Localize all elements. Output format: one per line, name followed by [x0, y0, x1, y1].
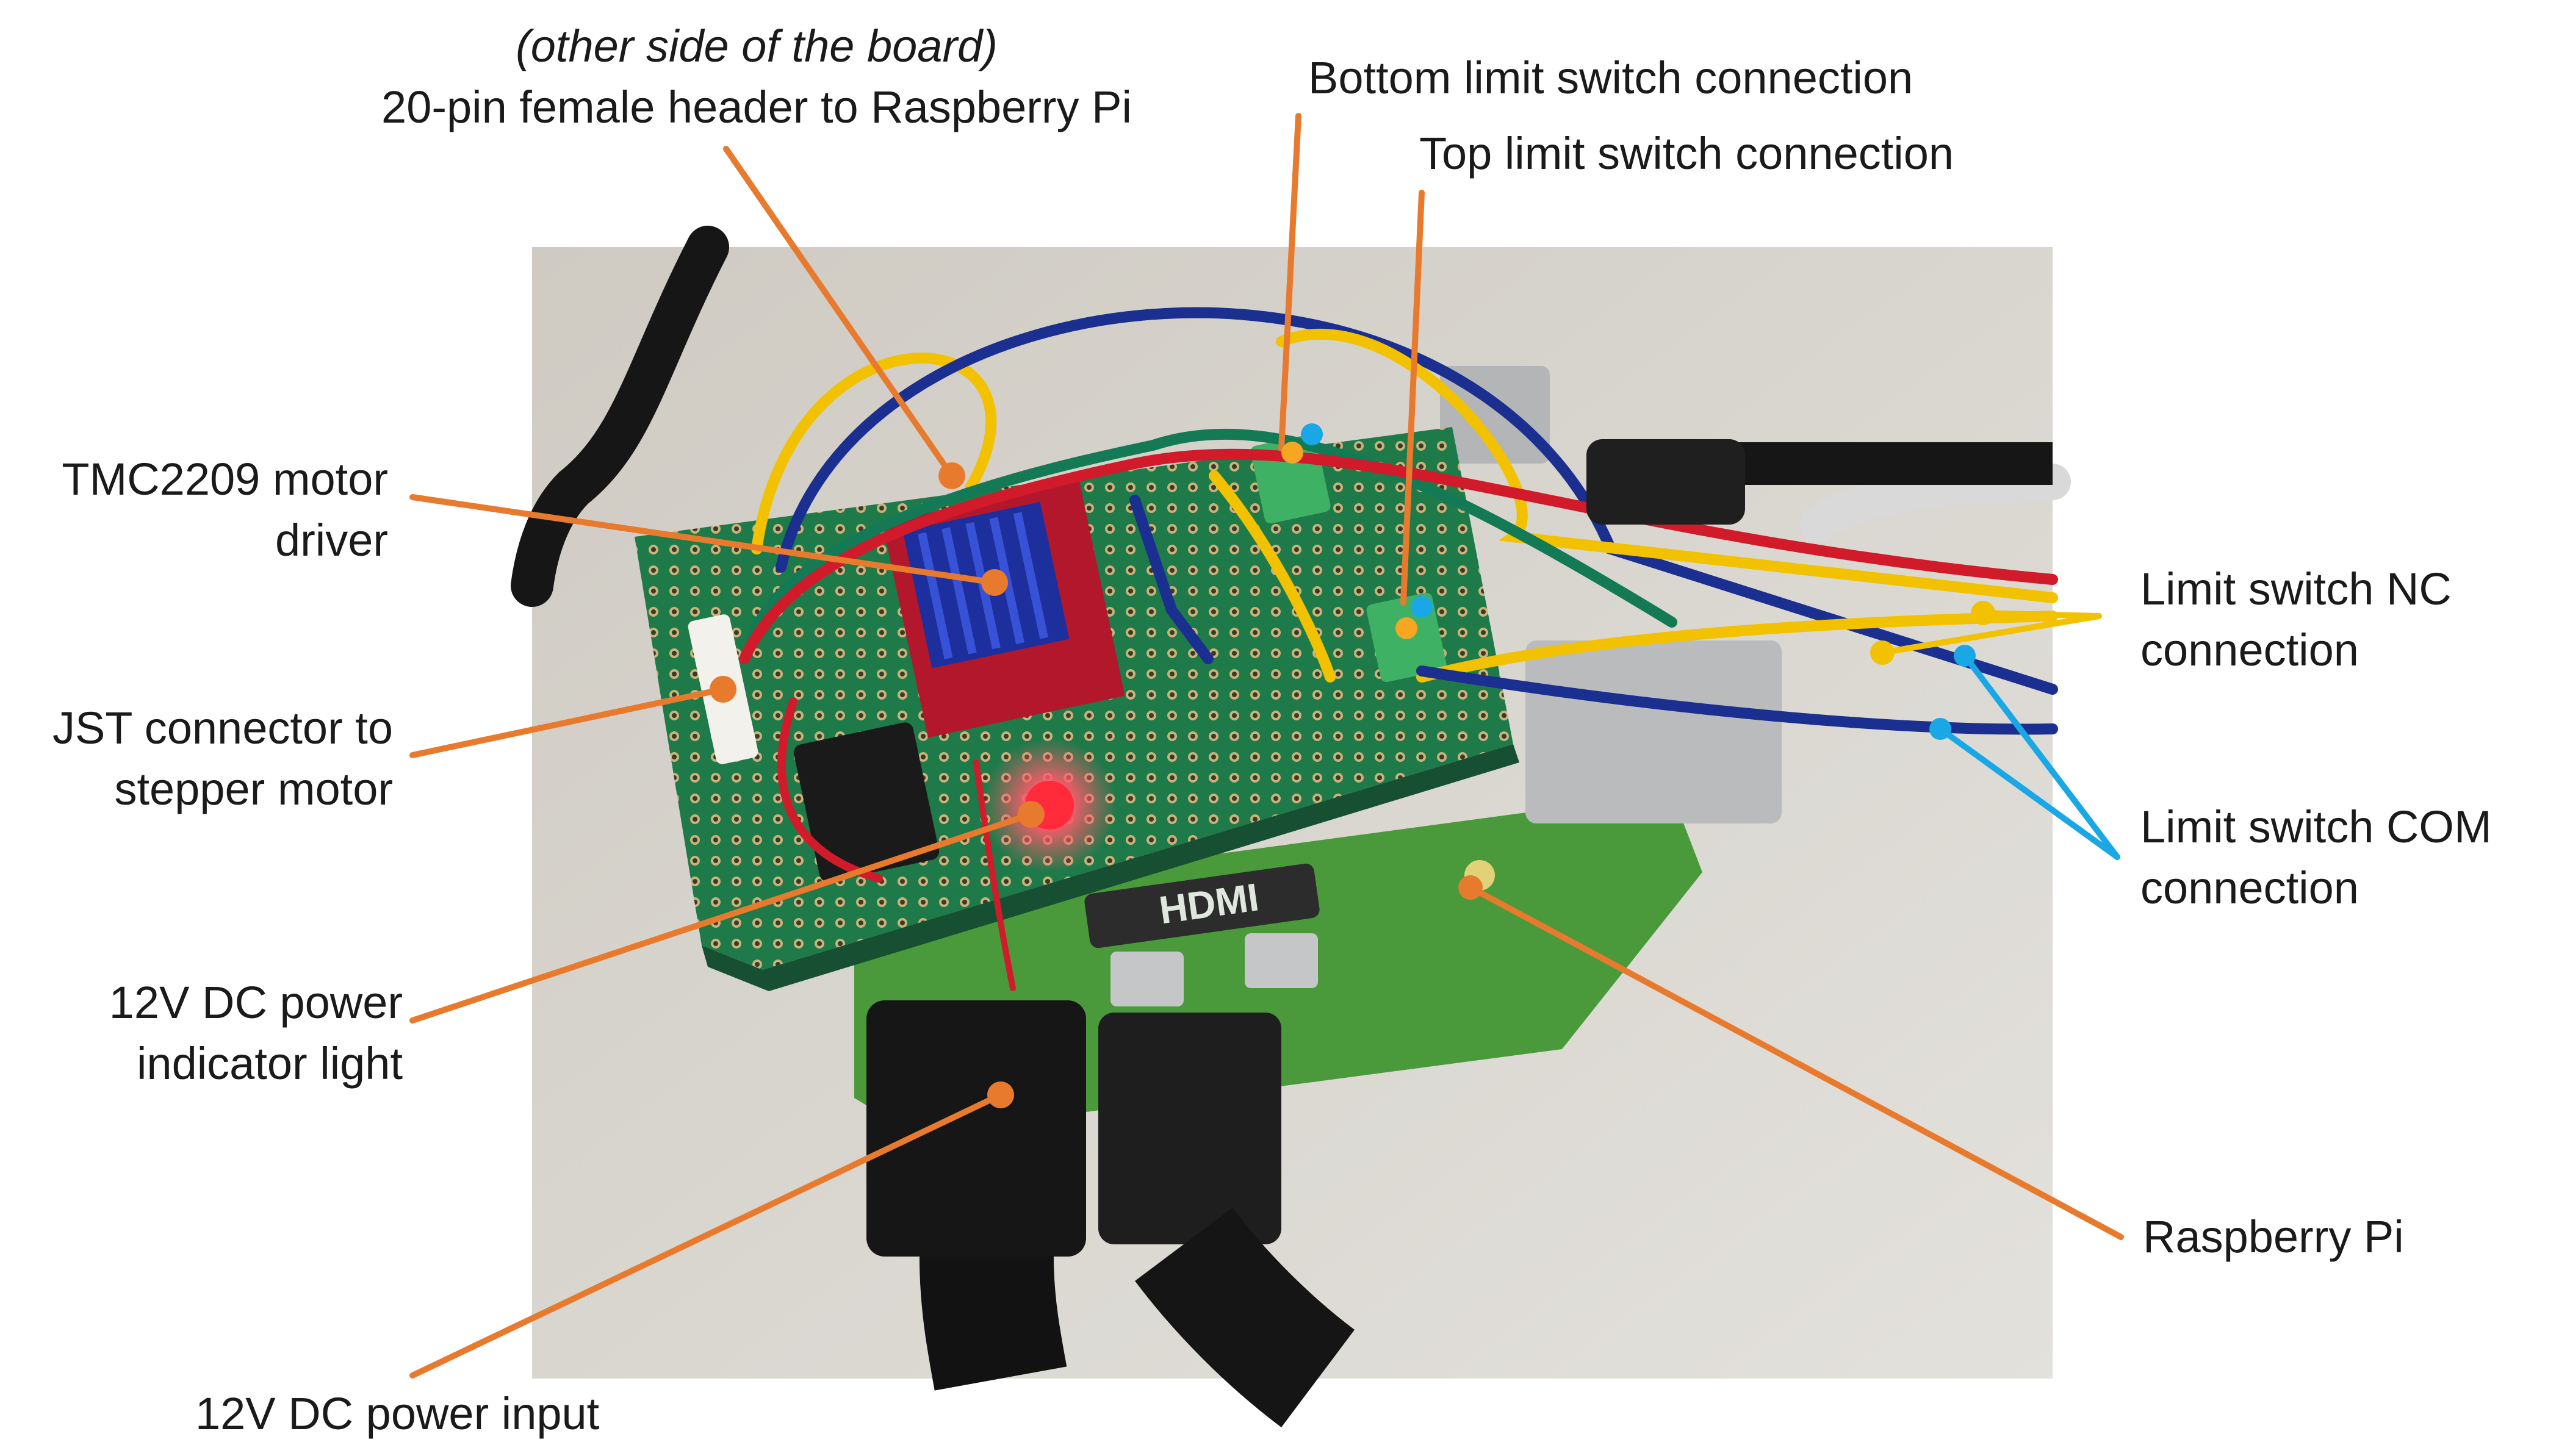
motor-driver-label-line1: TMC2209 motor [62, 454, 388, 504]
dot-power-input [987, 1081, 1014, 1108]
dot-power-light [1018, 801, 1045, 828]
callout-motor-driver [409, 494, 998, 586]
hdmi-cable-plug [1098, 1013, 1281, 1244]
wire-yellow-top [1276, 328, 2058, 603]
dot-nc-2 [1870, 640, 1895, 665]
callout-raspberry-pi [1467, 884, 2124, 1240]
bottom-limit-label: Bottom limit switch connection [1308, 52, 1913, 103]
usb-c-plug [1586, 439, 1745, 525]
ethernet-port [1525, 640, 1782, 823]
top-limit-label: Top limit switch connection [1419, 128, 1954, 179]
callout-header [723, 146, 955, 479]
nc-label-line2: connection [2140, 625, 2359, 675]
dot-com-2 [1929, 718, 1951, 740]
dot-top-blue [1411, 596, 1433, 618]
jst-label-line1: JST connector to [52, 703, 393, 753]
power-plug [866, 1000, 1086, 1257]
dot-nc-1 [1971, 601, 1995, 625]
wire-green [745, 428, 1677, 646]
dot-header [938, 462, 965, 489]
wire-red [739, 448, 2058, 664]
power-light-label-line2: indicator light [136, 1038, 403, 1089]
callout-power-light [409, 811, 1034, 1024]
callout-power-input [409, 1092, 1004, 1379]
dot-jst [710, 676, 736, 703]
black-cable [511, 226, 729, 607]
wire-blue-loop [776, 307, 2058, 695]
callouts [409, 113, 2124, 1379]
header-label: 20-pin female header to Raspberry Pi [381, 82, 1132, 132]
wire-yellow-nc [1416, 611, 2058, 683]
wire-red-power [777, 697, 883, 883]
wire-yellow-bridge [1209, 470, 1336, 683]
wire-blue-com [1416, 665, 2058, 735]
raspberry-pi-label: Raspberry Pi [2143, 1211, 2404, 1262]
wires [739, 307, 2071, 991]
com-label-line1: Limit switch COM [2140, 802, 2492, 852]
jst-label-line2: stepper motor [114, 764, 393, 814]
dot-raspberry-pi [1458, 875, 1483, 900]
dot-top-orange [1395, 617, 1417, 639]
com-label-line2: connection [2140, 862, 2359, 913]
wire-yellow-loop [751, 353, 997, 554]
callout-com-1 [1962, 653, 2120, 860]
power-light-label-line1: 12V DC power [109, 977, 403, 1028]
hdmi-cable [1135, 1207, 1355, 1427]
callout-com-2 [1937, 726, 2120, 860]
perfboard-edge [702, 744, 1519, 991]
wire-red-led [973, 759, 1016, 991]
micro-hdmi-port-2 [1245, 933, 1318, 988]
hdmi-silkscreen: HDMI [1084, 863, 1320, 949]
photo: HDMI [511, 226, 2071, 1427]
header-note-label: (other side of the board) [516, 21, 998, 71]
dot-bottom-blue [1301, 423, 1323, 445]
callout-top-limit [1400, 190, 1425, 606]
nc-label-line1: Limit switch NC [2140, 564, 2452, 614]
dot-com-1 [1954, 645, 1976, 667]
callout-nc-2 [1879, 613, 2102, 656]
wire-blue-rect [1129, 495, 1214, 664]
callout-bottom-limit [1278, 113, 1301, 451]
callout-nc-1 [1980, 610, 2102, 619]
dot-bottom-orange [1281, 442, 1303, 464]
micro-hdmi-port-1 [1110, 952, 1184, 1006]
callout-jst [409, 686, 726, 758]
power-input-label: 12V DC power input [195, 1388, 600, 1439]
callout-dots [710, 423, 1995, 1108]
dot-motor-driver [981, 569, 1008, 596]
motor-driver-label-line2: driver [275, 515, 388, 565]
dc-jack [793, 722, 940, 882]
